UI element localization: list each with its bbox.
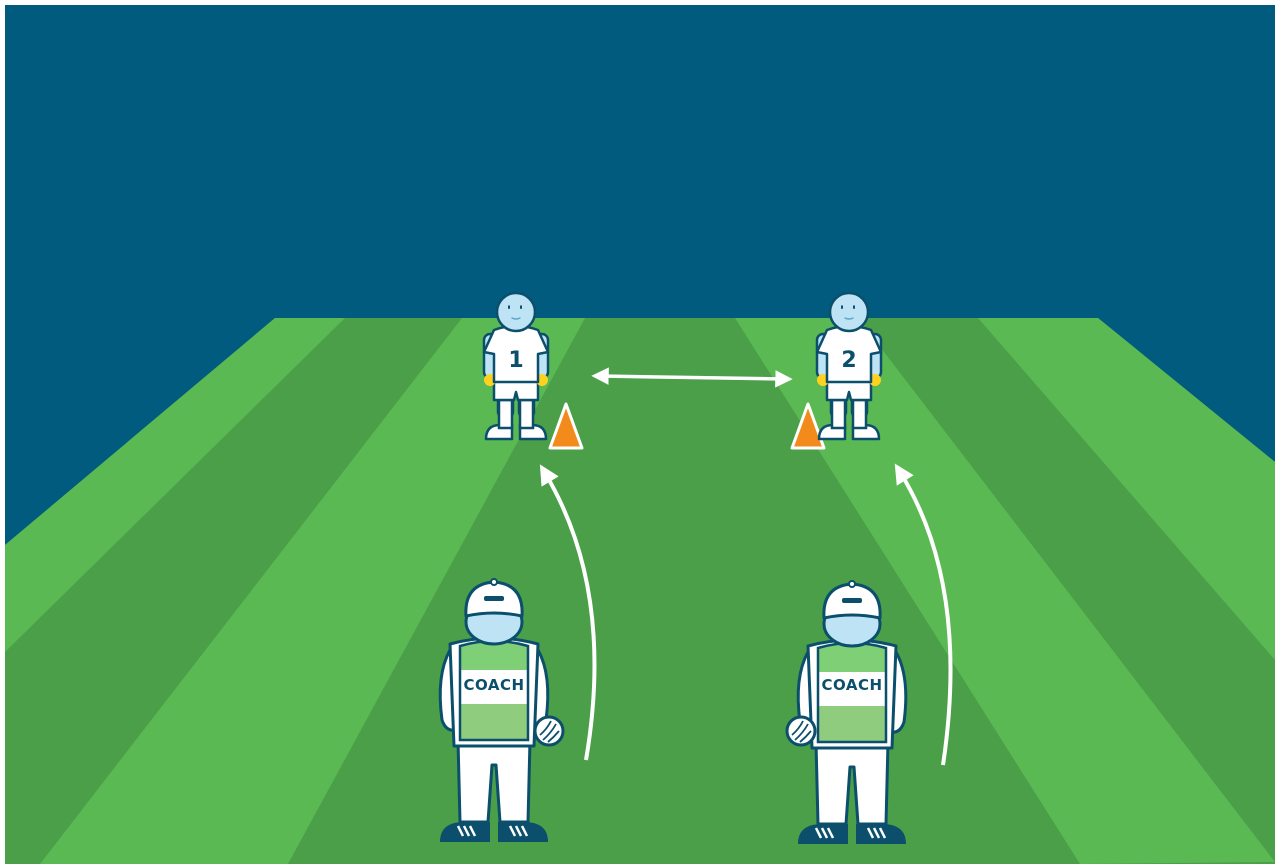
pitch <box>5 318 1275 864</box>
player-number: 2 <box>841 348 856 373</box>
ball-icon <box>787 717 815 745</box>
coach-label: COACH <box>821 676 882 694</box>
coach-label: COACH <box>463 676 524 694</box>
player-number: 1 <box>508 348 523 373</box>
ball-icon <box>535 717 563 745</box>
